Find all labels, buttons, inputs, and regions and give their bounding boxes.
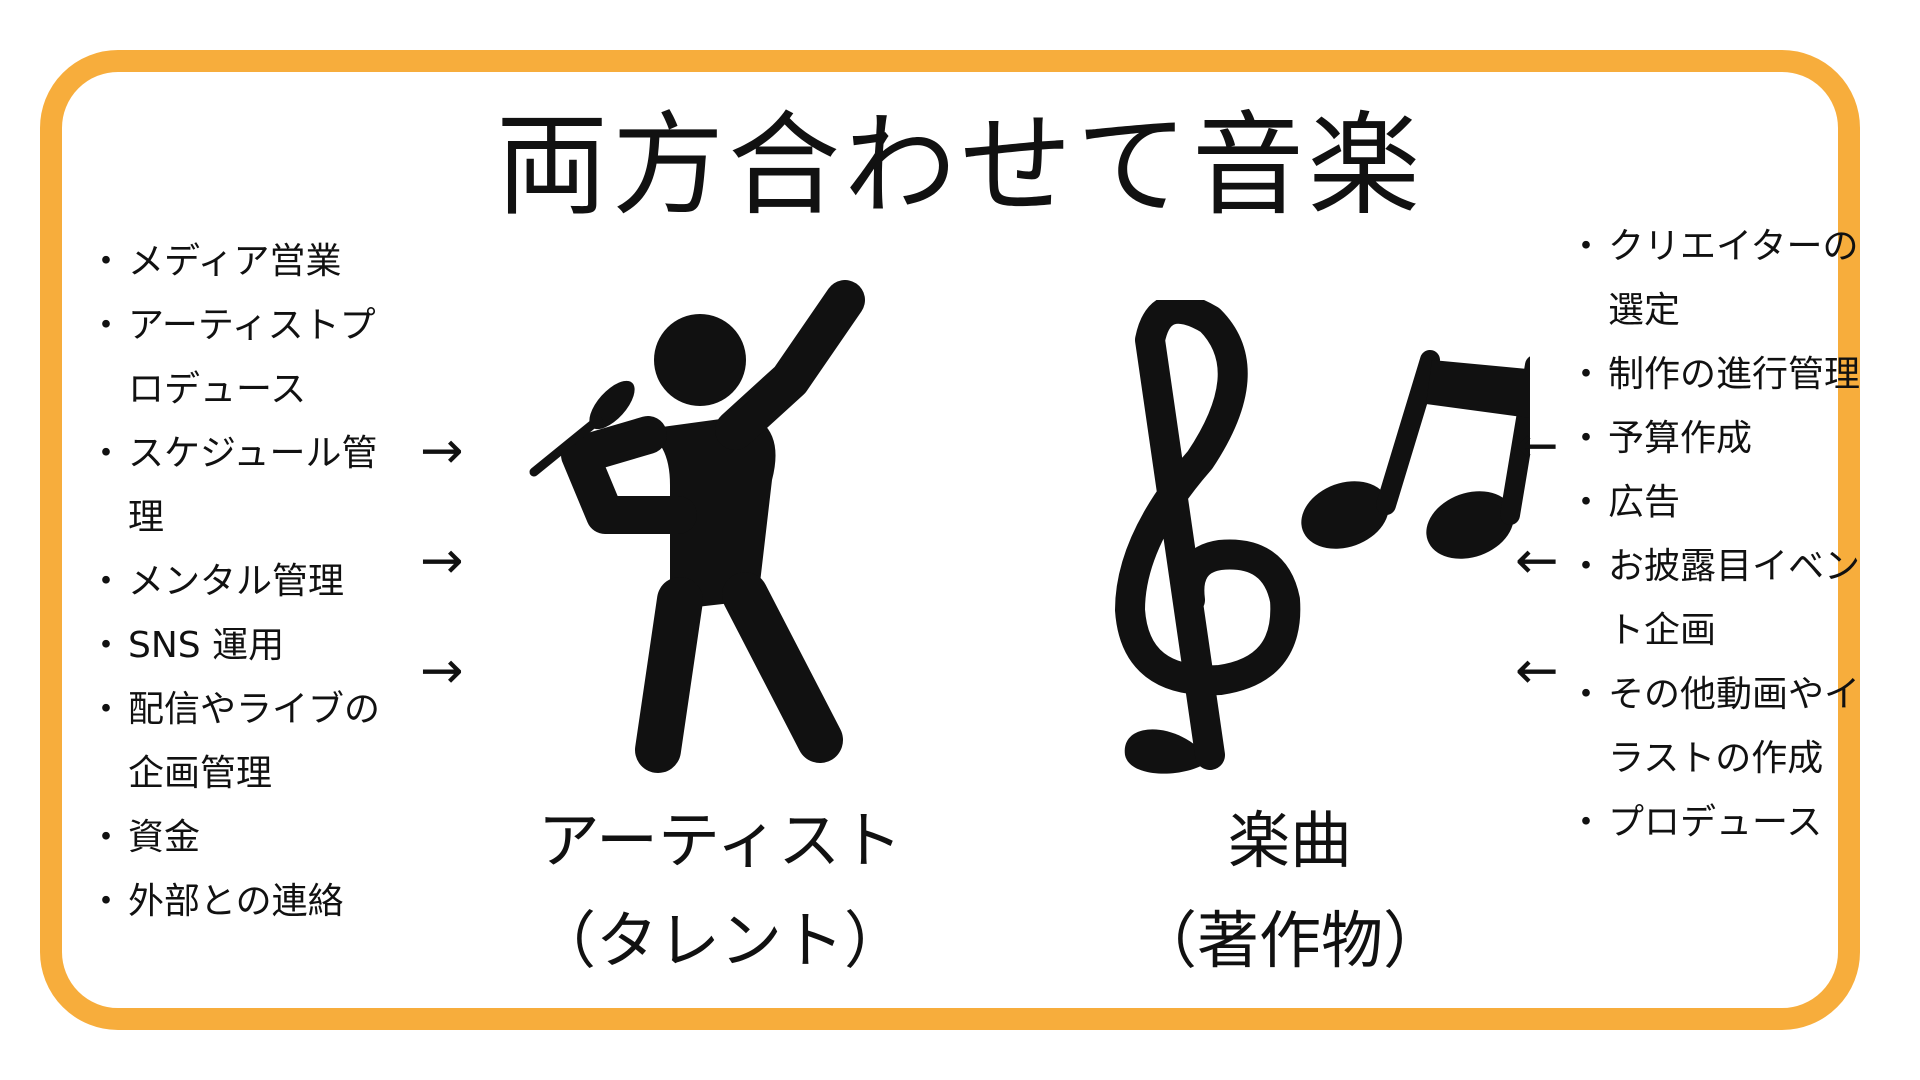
right-arrow-icon: → [420,531,464,591]
music-task-item: その他動画やイラストの作成 [1568,663,1880,791]
left-arrow-icon: ← [1515,531,1559,591]
artist-sublabel: （タレント） [533,904,906,977]
artist-task-item: SNS 運用 [88,614,400,678]
music-task-item: お披露目イベント企画 [1568,535,1880,663]
diagram-title: 両方合わせて音楽 [496,101,1424,231]
music-sublabel: （著作物） [1134,904,1445,977]
music-tasks-list: クリエイターの選定 制作の進行管理 予算作成 広告 お披露目イベント企画 その他… [1568,215,1880,855]
artist-task-item: メンタル管理 [88,550,400,614]
artist-task-item: 外部との連絡 [88,870,400,934]
music-task-item: クリエイターの選定 [1568,215,1880,343]
artist-task-item: スケジュール管理 [88,422,400,550]
music-task-item: 広告 [1568,471,1880,535]
artist-label: アーティスト [537,804,903,877]
left-arrow-icon: ← [1515,416,1559,476]
artist-tasks-list: メディア営業 アーティストプロデュース スケジュール管理 メンタル管理 SNS … [88,230,400,934]
music-label: 楽曲 [1227,804,1352,877]
music-task-item: 制作の進行管理 [1568,343,1880,407]
singer-icon [529,280,865,773]
music-task-item: プロデュース [1568,791,1880,855]
right-arrow-icon: → [420,641,464,701]
music-notes-icon [1115,300,1530,774]
left-arrow-icon: ← [1515,641,1559,701]
music-task-item: 予算作成 [1568,407,1880,471]
artist-task-item: メディア営業 [88,230,400,294]
artist-task-item: 配信やライブの企画管理 [88,678,400,806]
artist-task-item: 資金 [88,806,400,870]
artist-task-item: アーティストプロデュース [88,294,400,422]
right-arrow-icon: → [420,421,464,481]
